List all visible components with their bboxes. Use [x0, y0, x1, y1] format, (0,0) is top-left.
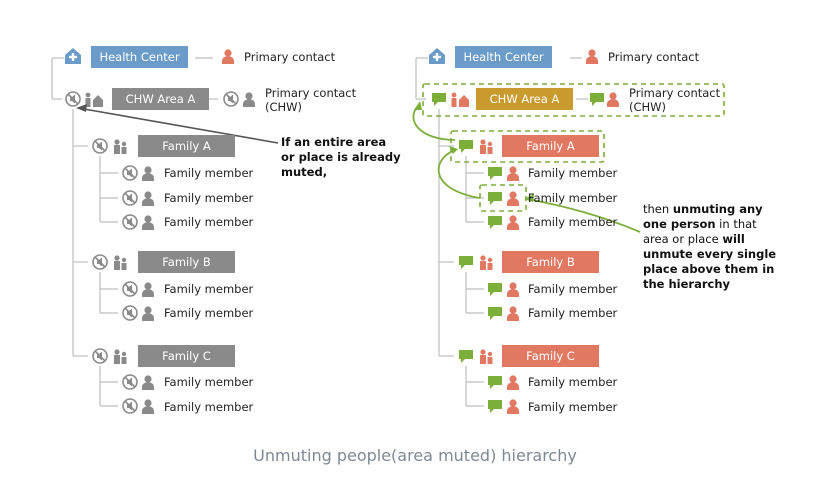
family-member-label: Family member [528, 282, 618, 296]
health-center-icon [65, 48, 81, 64]
chw-area-box: CHW Area A [112, 88, 209, 110]
chat-icon [432, 93, 446, 106]
right-note-5: place above them in [643, 262, 775, 276]
family-member-label: Family member [164, 191, 254, 205]
family-member-label: Family member [528, 375, 618, 389]
left-note-1: If an entire area [281, 135, 387, 149]
family-icon [114, 255, 127, 270]
chat-icon [488, 216, 502, 229]
person-icon [507, 306, 519, 321]
muted-icon [122, 190, 138, 206]
primary-contact-label: Primary contact [244, 50, 336, 64]
family-icon [480, 139, 493, 154]
chw-contact-label-1: Primary contact [629, 86, 721, 100]
person-icon [507, 375, 519, 390]
area-icon [85, 92, 103, 107]
chat-icon [459, 140, 473, 153]
person-icon [507, 166, 519, 181]
family-member-label: Family member [528, 166, 618, 180]
family-member-label: Family member [164, 215, 254, 229]
person-icon [586, 49, 598, 64]
chw-contact-label-2: (CHW) [629, 100, 667, 114]
right-note-6: the hierarchy [643, 277, 731, 291]
left-note-3: muted, [281, 165, 328, 179]
muted-icon [65, 91, 81, 107]
person-icon [607, 92, 619, 107]
muted-icon [92, 254, 108, 270]
person-icon [142, 375, 154, 390]
muted-icon [122, 398, 138, 414]
muted-icon [122, 214, 138, 230]
person-icon [507, 191, 519, 206]
person-icon [142, 215, 154, 230]
right-note-2: one person in that [643, 217, 757, 231]
muted-icon [122, 281, 138, 297]
muted-icon [122, 305, 138, 321]
family-member-label: Family member [528, 306, 618, 320]
family-member-label: Family member [528, 400, 618, 414]
family-icon [114, 139, 127, 154]
primary-contact-label: Primary contact [608, 50, 700, 64]
left-annotation-arrow [76, 104, 279, 144]
person-icon [142, 282, 154, 297]
muted-icon [122, 165, 138, 181]
right-note-3: area or place will [643, 232, 745, 246]
muted-icon [92, 348, 108, 364]
family-member-label: Family member [528, 215, 618, 229]
family-c-box: Family C [138, 345, 235, 367]
person-icon [142, 191, 154, 206]
family-member-label: Family member [164, 375, 254, 389]
health-center-box: Health Center [91, 46, 188, 68]
family-a-box: Family A [138, 135, 235, 157]
person-icon [507, 282, 519, 297]
family-b-box: Family B [138, 251, 235, 273]
family-member-label: Family member [164, 166, 254, 180]
family-c-box: Family C [502, 345, 599, 367]
chw-area-box: CHW Area A [476, 88, 573, 110]
family-member-label: Family member [164, 400, 254, 414]
muted-icon [122, 374, 138, 390]
chat-icon [488, 376, 502, 389]
right-tree-lines [415, 57, 588, 407]
chat-icon [488, 307, 502, 320]
family-member-label: Family member [528, 191, 618, 205]
chat-icon [459, 256, 473, 269]
person-icon [142, 166, 154, 181]
left-note-2: or place is already [281, 150, 401, 164]
diagram-caption: Unmuting people(area muted) hierarchy [253, 446, 577, 465]
person-icon [243, 92, 255, 107]
right-annotation-arrows [412, 105, 641, 233]
muted-icon [223, 91, 239, 107]
family-icon [480, 349, 493, 364]
person-icon [507, 399, 519, 414]
right-arrowheads [414, 101, 534, 202]
health-center-box: Health Center [455, 46, 552, 68]
chat-icon [590, 93, 604, 106]
family-member-label: Family member [164, 282, 254, 296]
chat-icon [488, 400, 502, 413]
chat-icon [459, 350, 473, 363]
person-icon [507, 215, 519, 230]
chat-icon [488, 283, 502, 296]
chat-icon [488, 167, 502, 180]
chw-contact-label-1: Primary contact [265, 86, 357, 100]
right-note-4: unmute every single [643, 247, 777, 261]
area-icon [451, 92, 469, 107]
family-b-box: Family B [502, 251, 599, 273]
person-icon [142, 306, 154, 321]
chw-contact-label-2: (CHW) [265, 100, 303, 114]
person-icon [222, 49, 234, 64]
left-tree-lines [51, 57, 218, 407]
muted-icon [92, 138, 108, 154]
family-icon [114, 349, 127, 364]
family-member-label: Family member [164, 306, 254, 320]
family-a-box: Family A [502, 135, 599, 157]
health-center-icon [429, 48, 445, 64]
person-icon [142, 399, 154, 414]
right-note-1: then unmuting any [643, 202, 763, 216]
chat-icon [488, 192, 502, 205]
family-icon [480, 255, 493, 270]
